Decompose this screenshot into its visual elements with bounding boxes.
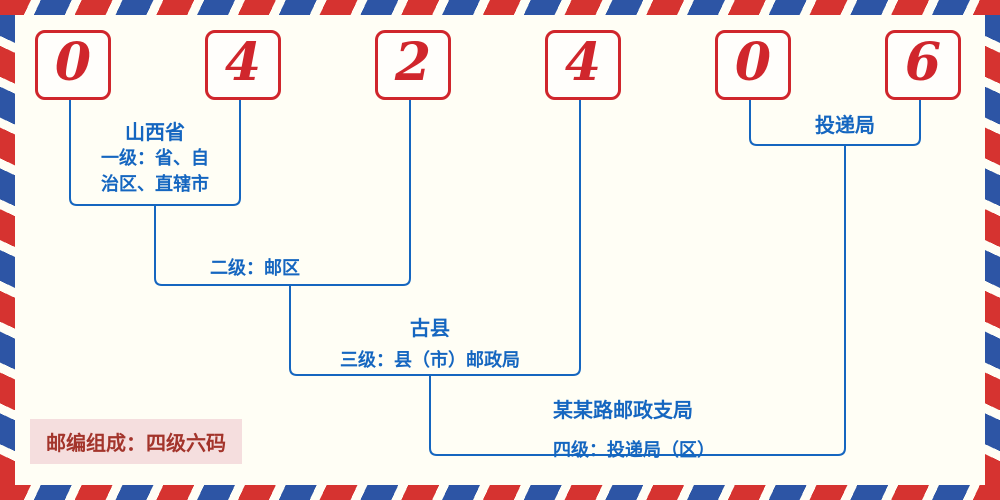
province-label-group: 山西省 一级：省、自 治区、直辖市 xyxy=(75,116,235,197)
branch-label-group: 某某路邮政支局 四级：投递局（区） xyxy=(553,394,773,463)
level1-description-line1: 一级：省、自 xyxy=(101,148,209,168)
postal-code-composition-note: 邮编组成：四级六码 xyxy=(30,419,242,464)
digit-value-2: 4 xyxy=(224,32,262,93)
digit-value-1: 0 xyxy=(54,32,92,93)
digit-box-4: 4 xyxy=(545,30,621,100)
digit-value-5: 0 xyxy=(734,32,772,93)
digit-box-6: 6 xyxy=(885,30,961,100)
level2-label-group: 二级：邮区 xyxy=(210,255,340,281)
bracket-level3 xyxy=(289,100,581,376)
level1-description-line2: 治区、直辖市 xyxy=(101,174,209,194)
digit-box-5: 0 xyxy=(715,30,791,100)
digit-box-1: 0 xyxy=(35,30,111,100)
digit-value-4: 4 xyxy=(564,32,602,93)
level3-description: 三级：县（市）邮政局 xyxy=(340,350,520,370)
province-name: 山西省 xyxy=(125,122,185,144)
county-label-group: 古县 三级：县（市）邮政局 xyxy=(310,312,550,373)
county-name: 古县 xyxy=(410,318,450,340)
digit-value-6: 6 xyxy=(904,32,942,93)
branch-name: 某某路邮政支局 xyxy=(553,400,693,422)
digit-box-3: 2 xyxy=(375,30,451,100)
airmail-border-right xyxy=(985,15,1000,485)
digit-value-3: 2 xyxy=(394,32,432,93)
airmail-border-top xyxy=(0,0,1000,15)
airmail-border-bottom xyxy=(0,485,1000,500)
bracket-level2 xyxy=(154,100,411,286)
bracket-delivery xyxy=(749,100,921,146)
level4-description: 四级：投递局（区） xyxy=(553,440,715,460)
bracket-level4 xyxy=(429,145,846,456)
level2-description: 二级：邮区 xyxy=(210,258,300,278)
airmail-border-left xyxy=(0,15,15,485)
delivery-office-name: 投递局 xyxy=(815,115,875,137)
digit-box-2: 4 xyxy=(205,30,281,100)
delivery-office-label-group: 投递局 xyxy=(765,109,925,138)
